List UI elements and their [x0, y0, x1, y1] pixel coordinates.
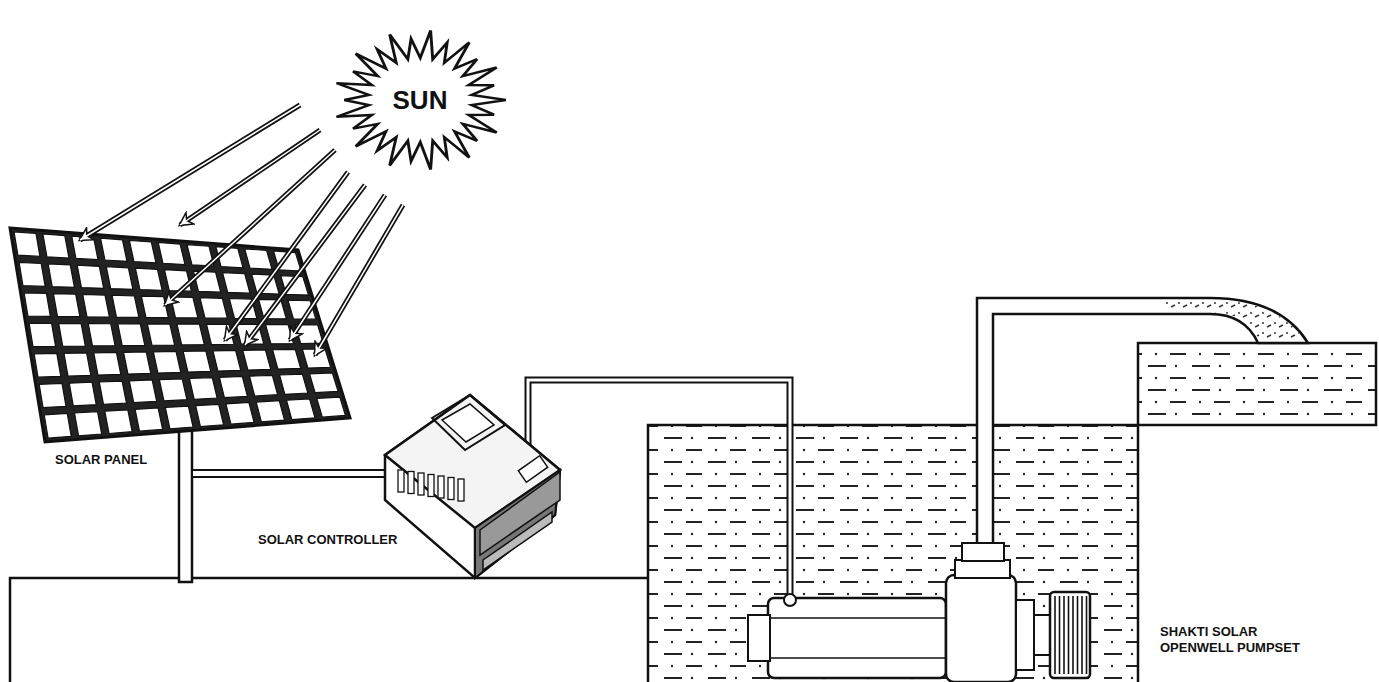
pump-label: SHAKTI SOLAR OPENWELL PUMPSET — [1160, 624, 1330, 655]
sun-burst: SUN — [334, 30, 507, 170]
panel-label: SOLAR PANEL — [55, 452, 147, 468]
controller-label: SOLAR CONTROLLER — [258, 532, 397, 548]
sun-text: SUN — [393, 85, 448, 116]
